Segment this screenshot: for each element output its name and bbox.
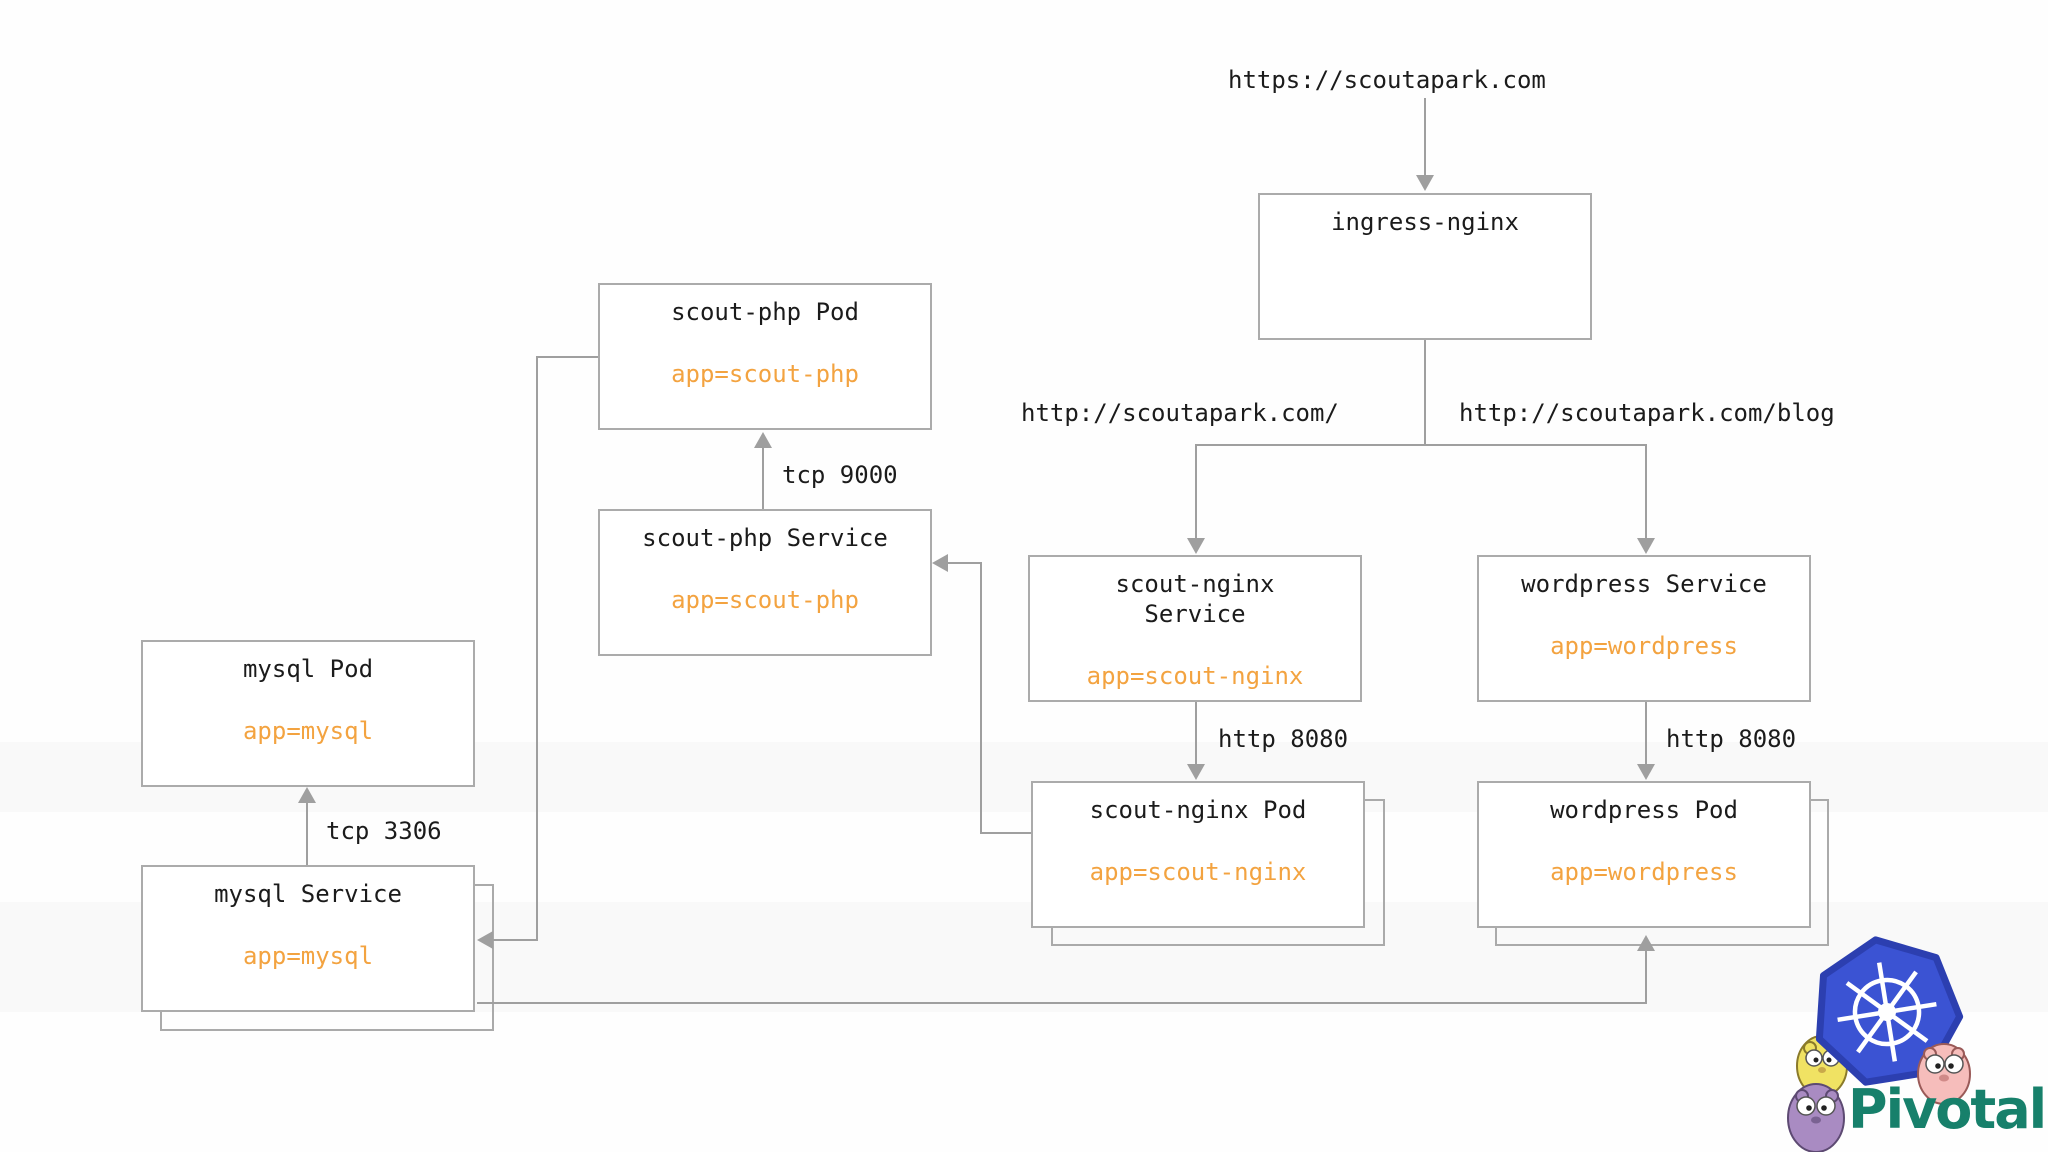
external-url-label: https://scoutapark.com: [1228, 66, 1546, 94]
service-selector-label: app=scout-php: [671, 586, 859, 614]
arrowhead-down-icon: [1637, 538, 1655, 554]
line-scout-php-pod-to-mysql-service: [493, 356, 598, 941]
node-title: mysql Service: [214, 880, 402, 908]
trademark-dot-icon: [2018, 1122, 2024, 1128]
pod-selector-label: app=scout-nginx: [1089, 858, 1307, 886]
node-title: scout-php Service: [642, 524, 888, 552]
arrowhead-left-icon: [932, 554, 948, 572]
pod-selector-label: app=scout-php: [671, 360, 859, 388]
service-selector-label: app=mysql: [242, 942, 374, 970]
route-blog-label: http://scoutapark.com/blog: [1459, 399, 1835, 427]
gopher-pink-icon: [1917, 1043, 1971, 1105]
arrowhead-down-icon: [1187, 538, 1205, 554]
node-title: ingress-nginx: [1331, 208, 1519, 236]
route-root-label: http://scoutapark.com/: [1021, 399, 1339, 427]
gopher-purple-icon: [1787, 1083, 1845, 1152]
service-selector-label: app=scout-nginx: [1086, 662, 1304, 690]
node-title: mysql Pod: [242, 655, 374, 683]
line-scout-nginx-pod-to-scout-php-service: [948, 562, 1031, 834]
port-label-scout-php: tcp 9000: [782, 461, 898, 489]
arrowhead-up-icon: [754, 432, 772, 448]
node-mysql-pod: mysql Pod app=mysql: [141, 640, 475, 787]
node-scout-php-service: scout-php Service app=scout-php: [598, 509, 932, 656]
pod-selector-label: app=mysql: [242, 717, 374, 745]
line-mysql-service-to-wordpress-pod: [477, 951, 1647, 1004]
node-title: scout-php Pod: [671, 298, 859, 326]
node-scout-nginx-pod: scout-nginx Pod app=scout-nginx: [1031, 781, 1365, 928]
pod-selector-label: app=wordpress: [1550, 858, 1738, 886]
node-title: wordpress Service: [1521, 570, 1767, 598]
port-label-scout-nginx: http 8080: [1218, 725, 1349, 753]
node-title: scout-nginx Pod: [1089, 796, 1307, 824]
port-label-mysql: tcp 3306: [326, 817, 442, 845]
node-wordpress-pod: wordpress Pod app=wordpress: [1477, 781, 1811, 928]
service-selector-label: app=wordpress: [1550, 632, 1738, 660]
node-wordpress-service: wordpress Service app=wordpress: [1477, 555, 1811, 702]
arrowhead-down-icon: [1637, 764, 1655, 780]
pivotal-wordmark: Pivotal: [1848, 1078, 2047, 1141]
arrowhead-left-icon: [477, 931, 493, 949]
node-title: wordpress Pod: [1550, 796, 1738, 824]
node-scout-nginx-service: scout-nginx Service app=scout-nginx: [1028, 555, 1362, 702]
node-scout-php-pod: scout-php Pod app=scout-php: [598, 283, 932, 430]
kubernetes-icon: [1815, 936, 1964, 1086]
arrowhead-down-icon: [1187, 764, 1205, 780]
arrowhead-up-icon: [1637, 935, 1655, 951]
port-label-wordpress: http 8080: [1666, 725, 1797, 753]
node-mysql-service: mysql Service app=mysql: [141, 865, 475, 1012]
arrowhead-up-icon: [298, 787, 316, 803]
arrowhead-down-icon: [1416, 175, 1434, 191]
node-title: scout-nginx Service: [1115, 570, 1275, 628]
node-ingress-nginx: ingress-nginx: [1258, 193, 1592, 340]
